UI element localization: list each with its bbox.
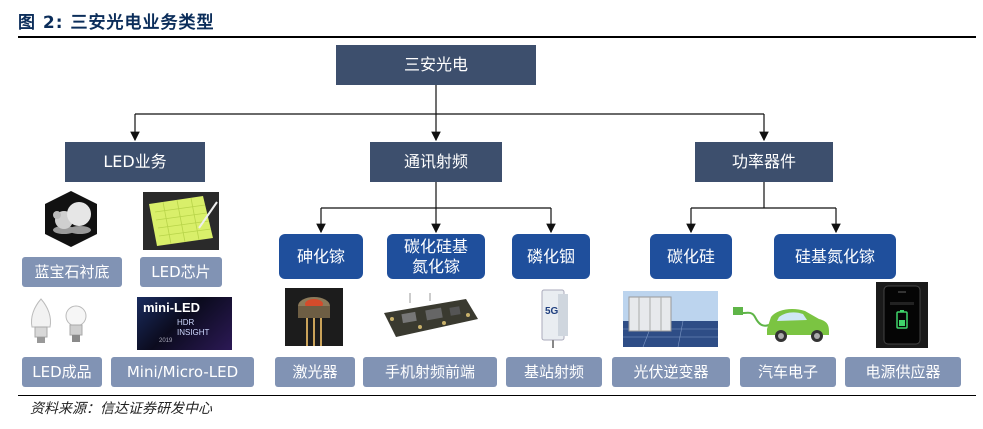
figure-title: 图 2: 三安光电业务类型: [18, 13, 215, 33]
product-automotive-electronics: 汽车电子: [740, 357, 836, 387]
sub-gan-on-si-label: 硅基氮化镓: [794, 246, 875, 266]
mini-led-year: 2019: [159, 338, 173, 344]
rf-frontend-board-photo: [384, 293, 478, 337]
sub-gaas: 砷化镓: [279, 234, 363, 279]
led-bulb-photo: [31, 298, 51, 343]
sapphire-substrate-photo: [45, 191, 97, 247]
product-laser-label: 激光器: [292, 363, 338, 381]
base-station-5g-logo: 5G: [545, 306, 559, 317]
product-pv-inverter: 光伏逆变器: [612, 357, 730, 387]
sub-gan-on-si: 硅基氮化镓: [774, 234, 896, 279]
product-power-supply-label: 电源供应器: [865, 363, 941, 381]
sub-gan-on-sic-label: 碳化硅基氮化镓: [403, 237, 468, 276]
pv-inverter-photo: [623, 291, 718, 347]
mini-led-insight: INSIGHT: [177, 328, 210, 337]
product-automotive-electronics-label: 汽车电子: [757, 363, 818, 381]
bottom-rule: [18, 395, 976, 396]
product-led-chip-label: LED芯片: [151, 263, 211, 281]
mini-led-hdr: HDR: [177, 318, 195, 327]
product-led-finished: LED成品: [22, 357, 102, 387]
product-base-station-rf-label: 基站射频: [523, 363, 584, 381]
product-laser: 激光器: [275, 357, 355, 387]
product-power-supply: 电源供应器: [845, 357, 961, 387]
product-led-chip: LED芯片: [140, 257, 222, 287]
ev-car-photo: [733, 307, 829, 342]
laser-photo: [285, 288, 343, 346]
product-base-station-rf: 基站射频: [506, 357, 602, 387]
category-rf: 通讯射频: [370, 142, 502, 182]
led-lamp-photo: [65, 305, 87, 342]
mini-led-photo: mini-LED HDR INSIGHT 2019: [137, 297, 232, 350]
power-supply-photo: [876, 282, 928, 348]
product-mini-micro-led-label: Mini/Micro-LED: [126, 363, 239, 381]
category-led: LED业务: [65, 142, 205, 182]
sub-gan-on-sic: 碳化硅基氮化镓: [387, 234, 485, 279]
mini-led-backdrop: [137, 297, 232, 350]
category-led-label: LED业务: [103, 152, 167, 172]
sub-sic-label: 碳化硅: [666, 246, 715, 266]
led-chip-photo: [143, 192, 219, 250]
source-note: 资料来源：信达证券研发中心: [30, 401, 212, 417]
category-rf-label: 通讯射频: [403, 152, 468, 172]
mini-led-title: mini-LED: [143, 300, 201, 315]
product-pv-inverter-label: 光伏逆变器: [633, 363, 709, 381]
product-sapphire-substrate: 蓝宝石衬底: [22, 257, 122, 287]
base-station-photo: 5G: [532, 286, 574, 348]
product-led-finished-label: LED成品: [32, 363, 92, 381]
category-power-label: 功率器件: [731, 152, 796, 172]
product-sapphire-substrate-label: 蓝宝石衬底: [34, 263, 110, 281]
sub-sic: 碳化硅: [650, 234, 732, 279]
base-station-drawing: [541, 289, 568, 348]
root-node: 三安光电: [336, 45, 536, 85]
product-phone-rf-frontend: 手机射频前端: [363, 357, 497, 387]
sub-gaas-label: 砷化镓: [296, 246, 345, 266]
sub-inp: 磷化铟: [512, 234, 590, 279]
root-label: 三安光电: [403, 55, 468, 75]
sub-inp-label: 磷化铟: [526, 246, 575, 266]
product-mini-micro-led: Mini/Micro-LED: [111, 357, 254, 387]
top-rule: [18, 36, 976, 38]
product-phone-rf-frontend-label: 手机射频前端: [384, 363, 475, 381]
category-power: 功率器件: [695, 142, 833, 182]
